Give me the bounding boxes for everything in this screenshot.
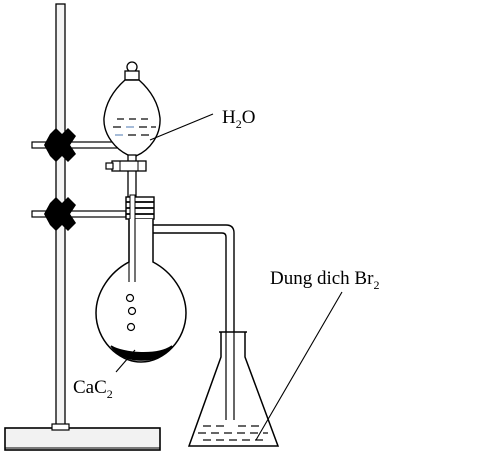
funnel-tap bbox=[111, 160, 147, 172]
leader-lines bbox=[115, 113, 343, 441]
gas-bubble bbox=[127, 306, 137, 316]
delivery-tube bbox=[153, 224, 235, 420]
bromine-leader bbox=[255, 291, 343, 441]
bromine-solution-label: Dung dich Br2 bbox=[270, 268, 379, 292]
reaction-flask bbox=[95, 194, 187, 363]
calcium-carbide-label: CaC2 bbox=[73, 377, 113, 401]
calcium-carbide-solid bbox=[110, 345, 173, 361]
water-leader bbox=[149, 113, 214, 141]
lower-clamp bbox=[31, 197, 127, 231]
carbide-leader bbox=[115, 349, 136, 373]
lower-clamp-knob bbox=[44, 197, 76, 231]
bromine-solution bbox=[198, 425, 268, 441]
upper-clamp-knob bbox=[44, 128, 76, 162]
dropping-funnel bbox=[103, 61, 161, 198]
water-label: H2O bbox=[222, 107, 255, 131]
stand-base bbox=[4, 427, 161, 451]
gas-bubble bbox=[125, 293, 135, 303]
gas-bubble bbox=[126, 322, 136, 332]
conical-flask bbox=[187, 331, 280, 447]
funnel-water bbox=[113, 118, 156, 136]
